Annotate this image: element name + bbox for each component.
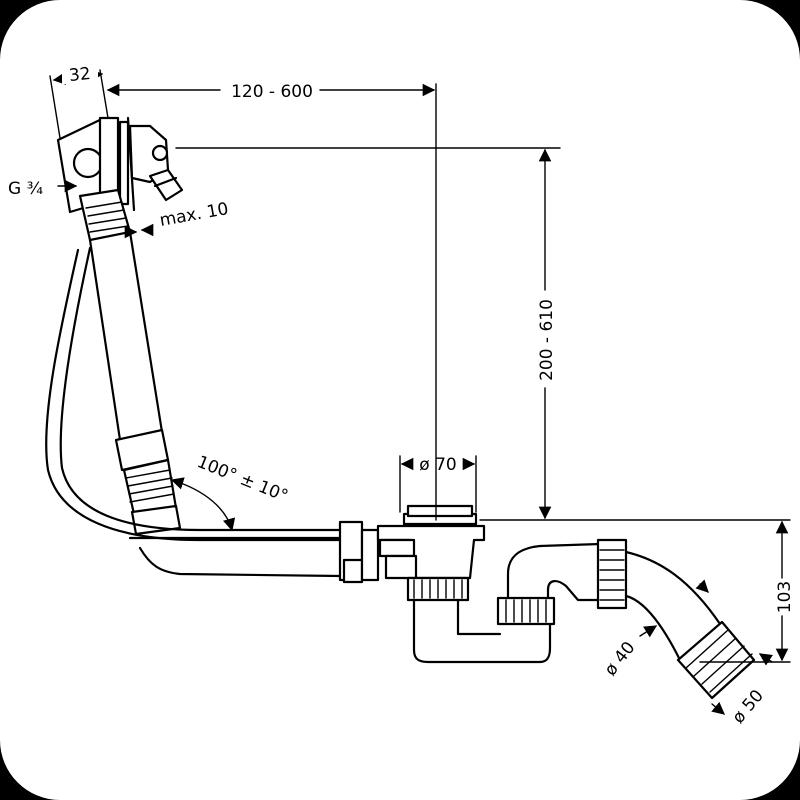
label-dia-70: ø 70 (419, 455, 456, 475)
bowden-cable-inner (59, 246, 342, 532)
trap (412, 542, 602, 664)
label-range-200-610: 200 - 610 (537, 299, 557, 381)
dimension-lines (49, 69, 791, 715)
label-thread-g34: G ¾ (8, 179, 43, 199)
label-width-32: 32 (68, 64, 92, 86)
connection-hose (78, 188, 182, 536)
label-range-120-600: 120 - 600 (231, 82, 313, 102)
waste-valve (376, 504, 486, 602)
overflow-pipe (128, 520, 380, 584)
bowden-cable (45, 248, 342, 542)
outlet-elbow (596, 538, 756, 700)
label-height-103: 103 (775, 581, 795, 613)
